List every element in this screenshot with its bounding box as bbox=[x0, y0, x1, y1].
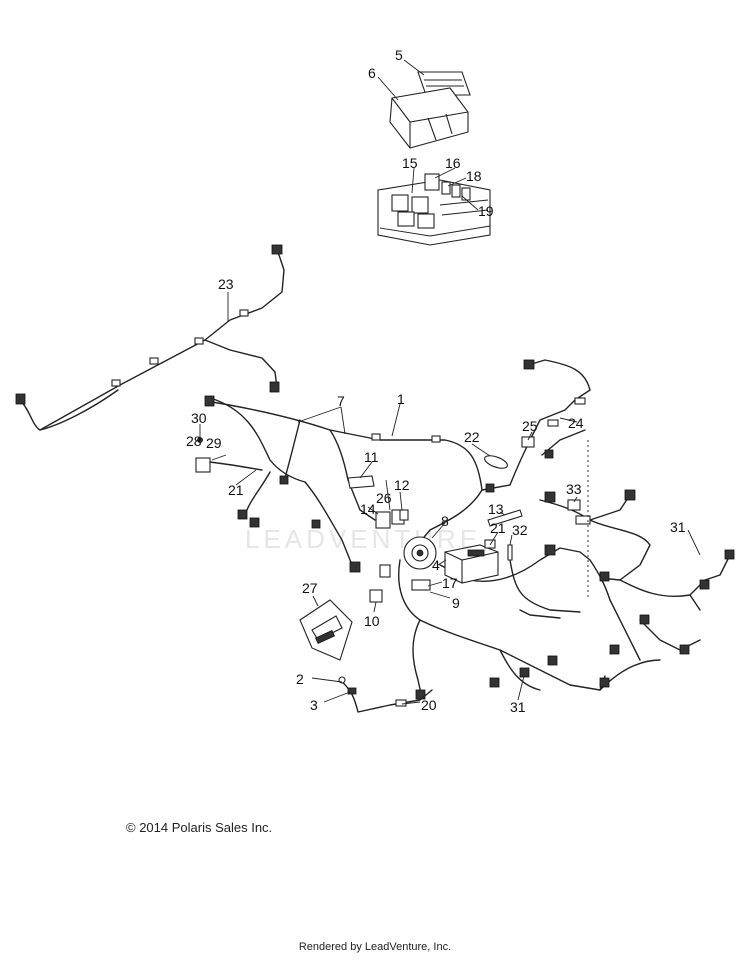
callout-labels: 5 6 15 16 18 19 23 7 1 22 25 24 30 29 28… bbox=[186, 47, 686, 715]
callout-29: 29 bbox=[206, 435, 222, 451]
relay-cluster bbox=[375, 509, 409, 529]
callout-2: 2 bbox=[296, 671, 304, 687]
wire-loop-22 bbox=[484, 455, 508, 469]
callout-12: 12 bbox=[394, 477, 410, 493]
callout-28: 28 bbox=[186, 433, 202, 449]
callout-30: 30 bbox=[191, 410, 207, 426]
leader-lines bbox=[199, 59, 701, 705]
callout-15: 15 bbox=[402, 155, 418, 171]
control-module-4 bbox=[444, 539, 499, 584]
rear-harness-23 bbox=[15, 244, 285, 431]
callout-23: 23 bbox=[218, 276, 234, 292]
callout-3: 3 bbox=[310, 697, 318, 713]
rendered-by-text: Rendered by LeadVenture, Inc. bbox=[298, 941, 452, 953]
horn-8 bbox=[403, 536, 437, 570]
callout-21: 21 bbox=[228, 482, 244, 498]
bolt-32 bbox=[507, 544, 513, 561]
callout-18: 18 bbox=[466, 168, 482, 184]
callout-25: 25 bbox=[522, 418, 538, 434]
callout-6: 6 bbox=[368, 65, 376, 81]
callout-21b: 21 bbox=[490, 520, 506, 536]
callout-14: 14 bbox=[360, 501, 376, 517]
callout-13: 13 bbox=[488, 501, 504, 517]
connector-9 bbox=[411, 579, 431, 591]
callout-32: 32 bbox=[512, 522, 528, 538]
copyright-text: © 2014 Polaris Sales Inc. bbox=[126, 820, 273, 835]
callout-26: 26 bbox=[376, 490, 392, 506]
connector-33 bbox=[567, 499, 581, 511]
callout-27: 27 bbox=[302, 580, 318, 596]
callout-31b: 31 bbox=[510, 699, 526, 715]
callout-17: 17 bbox=[442, 575, 458, 591]
callout-16: 16 bbox=[445, 155, 461, 171]
fuse-box-cover-group bbox=[377, 71, 491, 246]
callout-1: 1 bbox=[397, 391, 405, 407]
callout-9: 9 bbox=[452, 595, 460, 611]
callout-8: 8 bbox=[441, 513, 449, 529]
callout-33: 33 bbox=[566, 481, 582, 497]
callout-5: 5 bbox=[395, 47, 403, 63]
callout-4: 4 bbox=[432, 557, 440, 573]
connector-10 bbox=[369, 589, 383, 603]
ecu-27 bbox=[299, 599, 353, 661]
connector-10b bbox=[379, 564, 391, 578]
clip-bracket-11 bbox=[347, 475, 375, 489]
bus-bar-13 bbox=[487, 509, 523, 527]
connector-25 bbox=[521, 436, 535, 448]
callout-22: 22 bbox=[464, 429, 480, 445]
harness-connectors bbox=[204, 359, 735, 700]
callout-20: 20 bbox=[421, 697, 437, 713]
watermark-text: LEADVENTURE bbox=[245, 524, 481, 554]
callout-11: 11 bbox=[364, 449, 379, 465]
callout-10: 10 bbox=[364, 613, 380, 629]
callout-24: 24 bbox=[568, 415, 584, 431]
callout-31a: 31 bbox=[670, 519, 686, 535]
callout-19: 19 bbox=[478, 203, 494, 219]
callout-7: 7 bbox=[337, 393, 345, 409]
